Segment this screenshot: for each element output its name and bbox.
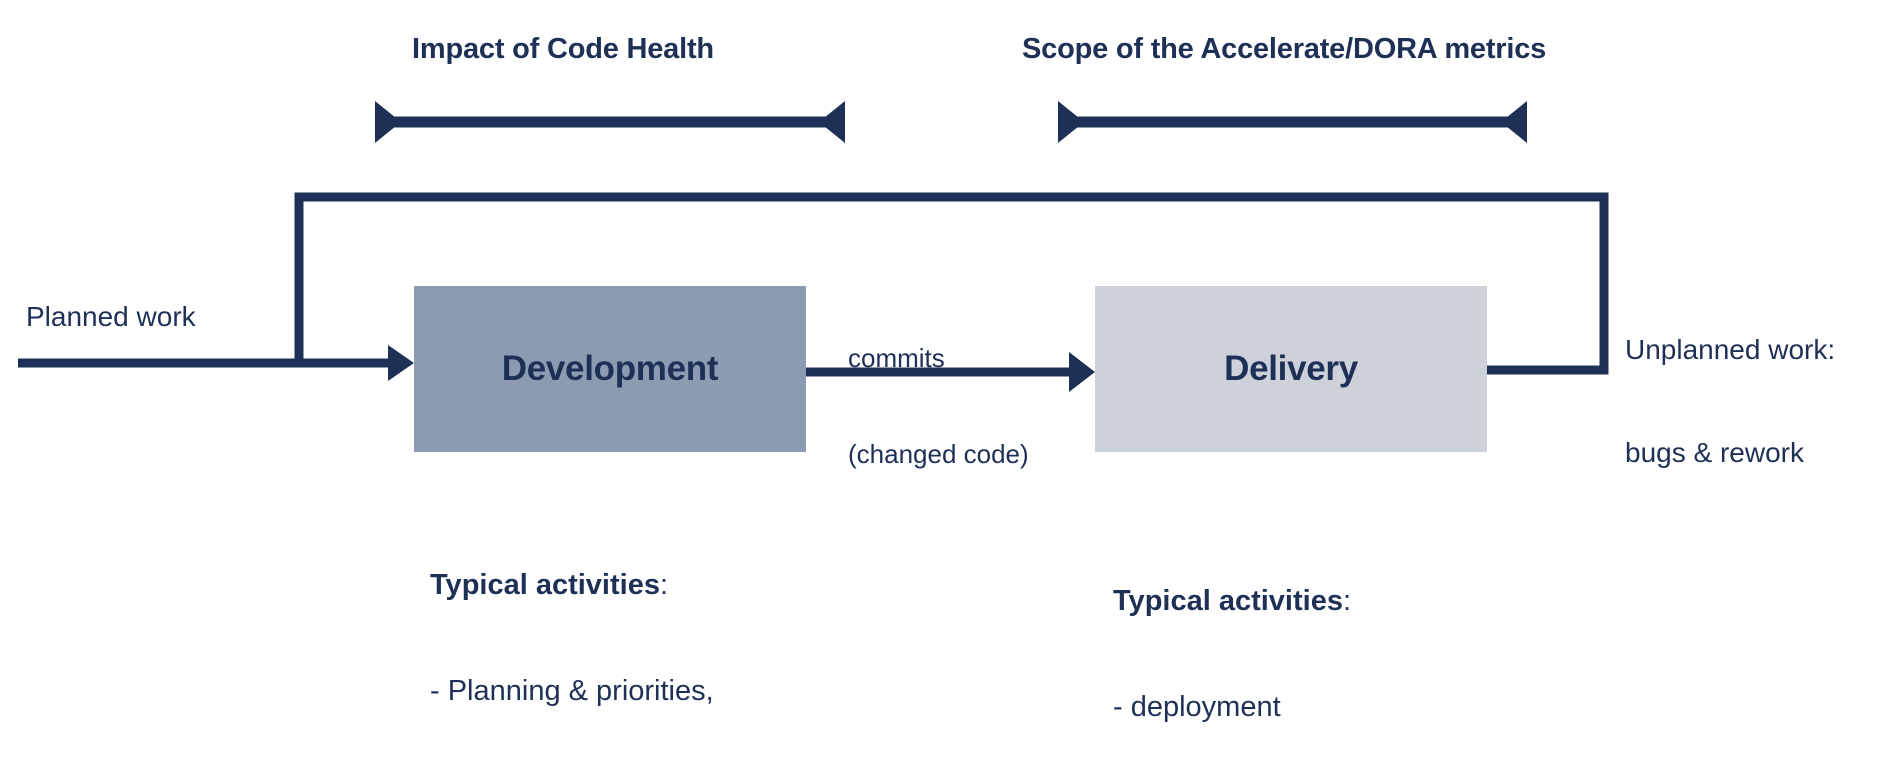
development-activities-heading: Typical activities: <box>430 568 831 603</box>
delivery-box <box>1095 286 1487 452</box>
list-item: - deployment <box>1113 690 1281 723</box>
delivery-activities-heading: Typical activities: <box>1113 584 1398 619</box>
span-title-dora: Scope of the Accelerate/DORA metrics <box>1022 33 1547 65</box>
development-box-label: Development <box>501 349 719 388</box>
delivery-activities: Typical activities: - deployment - opera… <box>1113 513 1398 782</box>
unplanned-work-label: Unplanned work: bugs & rework <box>1625 265 1835 538</box>
list-item: - Planning & priorities, <box>430 674 714 707</box>
development-activities: Typical activities: - Planning & priorit… <box>430 497 831 782</box>
unplanned-work-line2: bugs & rework <box>1625 436 1804 468</box>
commits-label-line2: (changed code) <box>848 438 1029 469</box>
delivery-activities-heading-text: Typical activities <box>1113 584 1343 617</box>
commits-label: commits (changed code) <box>848 280 1029 534</box>
span-title-code-health: Impact of Code Health <box>412 33 714 65</box>
planned-work-label: Planned work <box>26 301 196 332</box>
development-box <box>414 286 806 452</box>
feedback-loop-icon <box>294 192 1609 375</box>
commits-arrow-icon <box>806 352 1095 392</box>
development-activities-heading-colon: : <box>659 568 669 601</box>
delivery-activities-heading-colon: : <box>1342 584 1352 617</box>
commits-label-line1: commits <box>848 343 945 374</box>
code-health-span-arrow <box>375 101 845 143</box>
unplanned-work-line1: Unplanned work: <box>1625 334 1836 366</box>
planned-work-arrow-icon <box>18 345 414 381</box>
dora-span-arrow <box>1058 101 1527 143</box>
delivery-box-label: Delivery <box>1224 349 1358 388</box>
development-activities-heading-text: Typical activities <box>430 568 660 601</box>
